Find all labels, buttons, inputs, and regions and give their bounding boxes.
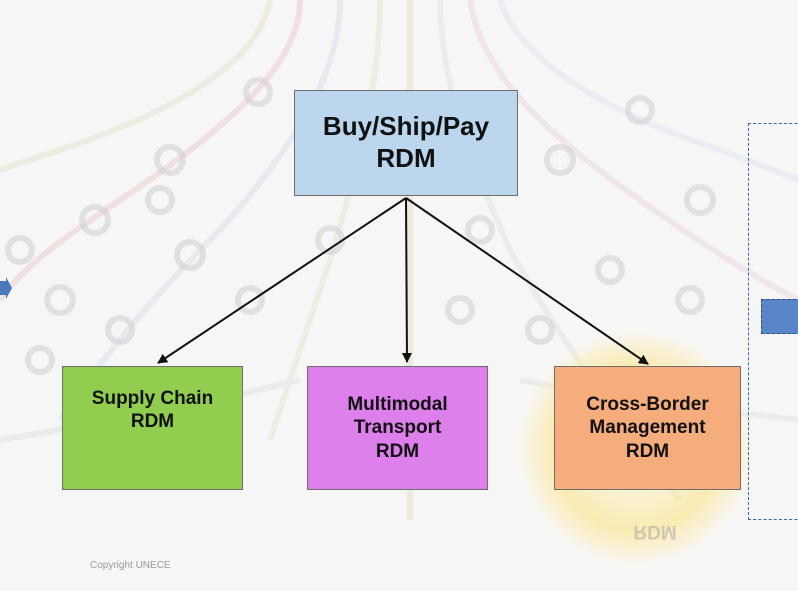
right-blue-block — [761, 299, 798, 334]
rdm-reflection: RDM — [633, 521, 677, 542]
right-dashed-panel — [748, 123, 798, 520]
buy-ship-pay-rdm-box: Buy/Ship/Pay RDM — [294, 90, 518, 196]
copyright-text: Copyright UNECE — [90, 560, 171, 571]
arrow-to-cross-border — [405, 197, 649, 365]
supply-chain-rdm-label: Supply Chain RDM — [91, 388, 214, 433]
arrow-to-multimodal — [401, 197, 412, 363]
multimodal-transport-rdm-box: Multimodal Transport RDM — [307, 366, 488, 490]
cross-border-management-rdm-label: Cross-Border Management RDM — [586, 394, 709, 462]
cross-border-management-rdm-box: Cross-Border Management RDM — [554, 366, 741, 490]
arrow-to-supply-chain — [157, 197, 407, 364]
multimodal-transport-rdm-label: Multimodal Transport RDM — [347, 394, 448, 462]
left-arrow-icon — [0, 277, 12, 299]
buy-ship-pay-rdm-label: Buy/Ship/Pay RDM — [322, 111, 490, 173]
supply-chain-rdm-box: Supply Chain RDM — [62, 366, 243, 490]
